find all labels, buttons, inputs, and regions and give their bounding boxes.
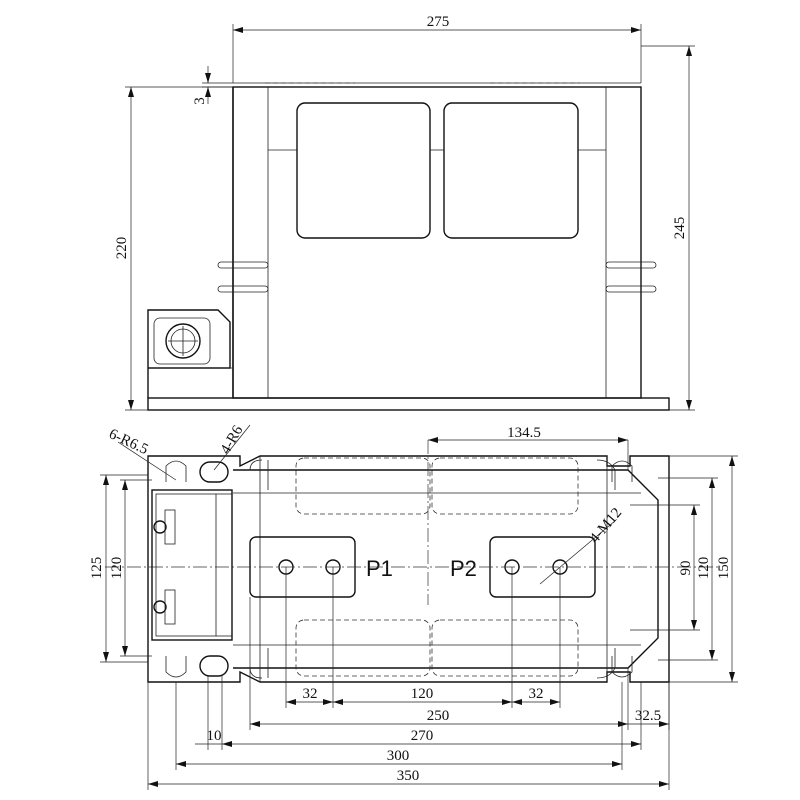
mounting-slot: [199, 655, 229, 677]
dim-span-250: 250 32.5: [249, 597, 670, 730]
dim-height-220: 220: [114, 86, 233, 411]
dim-label-275: 275: [427, 14, 450, 30]
dim-label-4-r6: 4-R6: [218, 423, 247, 457]
dim-label-120-right: 120: [696, 557, 712, 580]
dim-span-300: 300: [175, 682, 623, 770]
dim-label-125: 125: [89, 557, 105, 580]
terminal-label-p2: P2: [450, 556, 477, 581]
dim-label-134-5: 134.5: [507, 425, 541, 441]
terminal-box: [147, 309, 233, 398]
dim-height-245: 245: [641, 45, 695, 411]
dim-offset-3: 3: [192, 66, 233, 105]
dim-label-300: 300: [387, 748, 410, 764]
dim-label-32-left: 32: [303, 686, 318, 702]
dim-label-3: 3: [192, 97, 208, 105]
front-elevation-view: 275 220 3 245: [114, 14, 695, 411]
dim-label-120-left: 120: [109, 557, 125, 580]
dim-bolt-spans: 32 120 32: [285, 567, 561, 708]
dim-label-32-right: 32: [529, 686, 544, 702]
dim-label-150: 150: [716, 557, 732, 580]
dim-label-6-r6-5: 6-R6.5: [106, 426, 150, 458]
dim-label-245: 245: [672, 217, 688, 240]
right-clamp: [605, 261, 657, 293]
dim-label-220: 220: [114, 237, 130, 260]
left-clamp: [217, 261, 269, 293]
dim-label-32-5: 32.5: [635, 708, 661, 724]
dim-label-250: 250: [427, 708, 450, 724]
dim-label-120: 120: [411, 686, 434, 702]
dim-label-350: 350: [397, 768, 420, 784]
mounting-slot: [199, 461, 229, 483]
dim-label-270: 270: [411, 728, 434, 744]
terminal-label-p1: P1: [366, 556, 393, 581]
dim-span-350: 350: [147, 682, 670, 790]
dim-thread: 4-M12: [539, 505, 626, 585]
plan-view: P1 P2 6-R6.5 4-R6: [89, 423, 738, 790]
dim-bolt-spacing: 134.5: [428, 425, 629, 470]
dim-label-90: 90: [678, 561, 694, 576]
dim-label-10: 10: [207, 728, 222, 744]
dim-top-width: 275: [232, 14, 642, 83]
dim-span-270: 270 10: [195, 676, 642, 750]
dim-right-heights: 90 120 150: [630, 455, 738, 683]
dim-left-heights: 125 120: [89, 474, 152, 663]
terminal-housing: [151, 489, 233, 641]
dim-label-4-m12: 4-M12: [587, 505, 626, 547]
